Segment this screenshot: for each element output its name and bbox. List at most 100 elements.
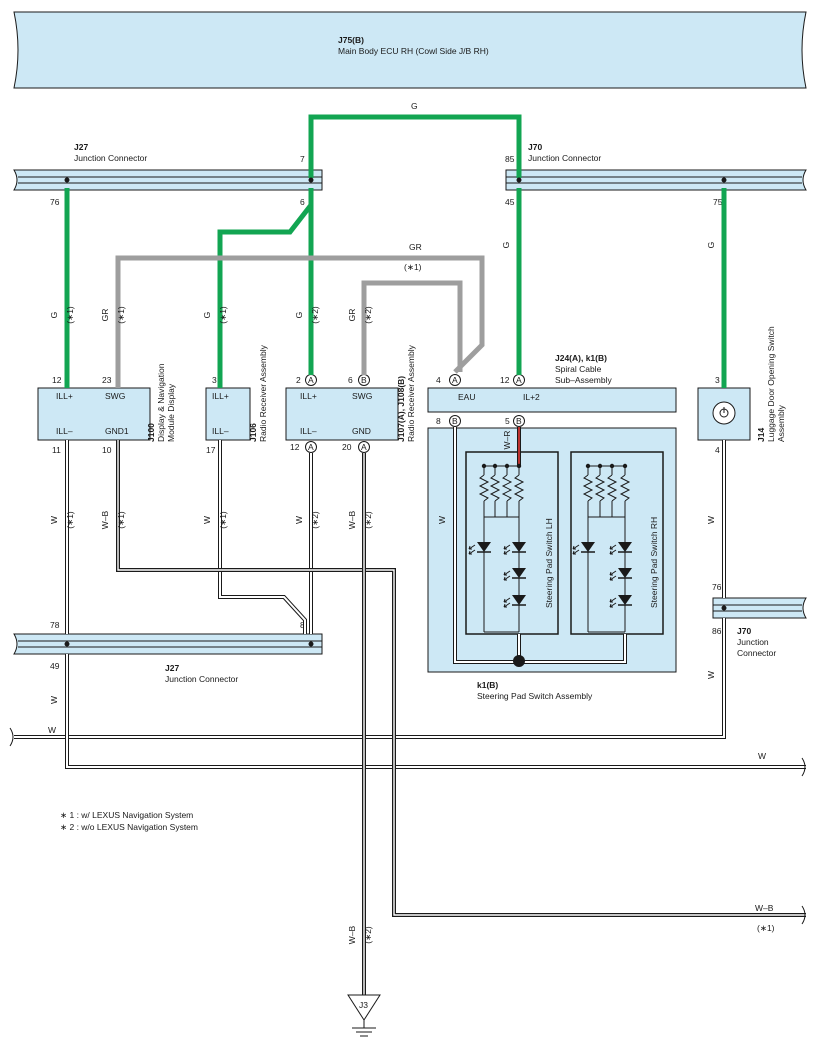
connector-badge: A — [516, 375, 522, 385]
led-arrow — [609, 544, 617, 550]
wire-note-label: (∗1) — [404, 262, 422, 272]
pin-label: 11 — [52, 445, 61, 455]
led-icon — [477, 542, 491, 552]
pin-label: 78 — [50, 620, 60, 630]
wire-label-vertical: GR — [100, 309, 110, 322]
led-arrow — [572, 544, 580, 550]
wire-label-vertical: (∗1) — [65, 511, 75, 529]
k1-steering-pad-switch-assembly: k1(B) Steering Pad Switch Assembly Steer… — [427, 427, 677, 701]
connector-badge: B — [516, 416, 522, 426]
wire-label-vertical: W–B — [347, 925, 357, 944]
k1-code: k1(B) — [477, 680, 498, 690]
terminal-label: GND — [352, 426, 371, 436]
wire-label-vertical: W — [437, 516, 447, 524]
note-1: ∗ 1 : w/ LEXUS Navigation System — [60, 810, 193, 820]
pin-label: 8 — [436, 416, 441, 426]
wire-label-vertical: GR — [347, 309, 357, 322]
j70-top-code: J70 — [528, 142, 542, 152]
wire-label-vertical: W — [706, 516, 716, 524]
led-arrow — [503, 597, 511, 603]
pin-label: 4 — [436, 375, 441, 385]
wire-label-vertical: G — [706, 242, 716, 249]
ecu-name: Main Body ECU RH (Cowl Side J/B RH) — [338, 46, 489, 56]
wire-label-vertical: (∗2) — [363, 306, 373, 324]
connector-badge: A — [452, 375, 458, 385]
terminal-label: IL+2 — [523, 392, 540, 402]
led-arrow — [609, 570, 617, 576]
wire-label-vertical: W–B — [347, 510, 357, 529]
j70-top-connector: J70 Junction Connector 85 45 75 — [505, 142, 807, 207]
wire-labels: G GR (∗1) W W W–B (∗1) G (∗1) GR (∗1) G (∗1) G… — [48, 101, 775, 944]
wire-label-vertical: W — [202, 516, 212, 524]
led-arrow — [609, 597, 617, 603]
wire-label-vertical: (∗1) — [116, 511, 126, 529]
connector-badge: A — [308, 442, 314, 452]
j70-right-name: Junction — [737, 637, 769, 647]
wire-label-vertical: (∗1) — [218, 511, 228, 529]
terminal-label: ILL– — [212, 426, 229, 436]
pin-label: 6 — [300, 197, 305, 207]
terminal-label: GND1 — [105, 426, 129, 436]
pin-label: 4 — [715, 445, 720, 455]
pin-label: 2 — [296, 375, 301, 385]
wire-label-vertical: W — [706, 671, 716, 679]
j24-spiral-cable: EAU IL+2 4 12 8 5 A A B B J24(A), k1(B) … — [427, 353, 677, 427]
pin-label: 76 — [50, 197, 60, 207]
led-arrow — [609, 549, 617, 555]
pin-label: 3 — [715, 375, 720, 385]
terminal-label: ILL+ — [300, 391, 317, 401]
j107-code: J107(A), J108(B) — [396, 376, 406, 442]
j27-bottom-connector: 78 8 49 J27 Junction Connector — [13, 620, 323, 684]
j24-name: Sub–Assembly — [555, 375, 612, 385]
pin-label: 12 — [52, 375, 62, 385]
terminal-label: ILL– — [300, 426, 317, 436]
j14-name: Assembly — [776, 404, 786, 442]
led-icon — [618, 568, 632, 578]
connector-badge: A — [361, 442, 367, 452]
ground-code: J3 — [359, 1000, 368, 1010]
wire-label-vertical: G — [501, 242, 511, 249]
j107-radio-receiver: ILL+ SWG ILL– GND 2 6 12 20 A B A A J107… — [285, 344, 416, 453]
j14-code: J14 — [756, 428, 766, 442]
white-wires — [14, 440, 806, 769]
led-arrow — [468, 544, 476, 550]
led-arrow — [503, 570, 511, 576]
ecu-code: J75(B) — [338, 35, 364, 45]
led-icon — [512, 595, 526, 605]
terminal-label: EAU — [458, 392, 475, 402]
pin-label: 23 — [102, 375, 112, 385]
pin-label: 5 — [505, 416, 510, 426]
terminal-label: ILL– — [56, 426, 73, 436]
wire-label-vertical: (∗2) — [310, 306, 320, 324]
j27-top-name: Junction Connector — [74, 153, 147, 163]
pin-label: 76 — [712, 582, 722, 592]
note-2: ∗ 2 : w/o LEXUS Navigation System — [60, 822, 198, 832]
connector-badge: B — [452, 416, 458, 426]
j70-right-connector: 76 86 J70 Junction Connector — [712, 582, 807, 658]
j70-right-code: J70 — [737, 626, 751, 636]
j106-code: J106 — [248, 423, 258, 442]
j100-name: Module Display — [166, 383, 176, 442]
led-icon — [618, 595, 632, 605]
wire-label-vertical: (∗2) — [363, 926, 373, 944]
green-wires — [64, 114, 727, 388]
wb-wires — [116, 440, 806, 995]
j14-name: Luggage Door Opening Switch — [766, 326, 776, 442]
j27-top-code: J27 — [74, 142, 88, 152]
led-icon — [581, 542, 595, 552]
switch-rh-label: Steering Pad Switch RH — [649, 517, 659, 608]
wire-note-label: (∗1) — [757, 923, 775, 933]
wire-label-vertical: G — [294, 312, 304, 319]
led-arrow — [503, 575, 511, 581]
j27-top-connector: J27 Junction Connector 76 7 6 — [13, 142, 323, 207]
wire-label-vertical: W–R — [502, 431, 512, 450]
led-arrow — [609, 602, 617, 608]
wire-label-vertical: (∗1) — [116, 306, 126, 324]
j100-display-module: ILL+ SWG ILL– GND1 12 23 11 10 J100 Disp… — [37, 363, 176, 455]
terminal-label: SWG — [105, 391, 125, 401]
j70-top-name: Junction Connector — [528, 153, 601, 163]
junction-dots — [64, 177, 727, 647]
wire-label-vertical: (∗2) — [363, 511, 373, 529]
wire-color-label: W — [48, 725, 56, 735]
